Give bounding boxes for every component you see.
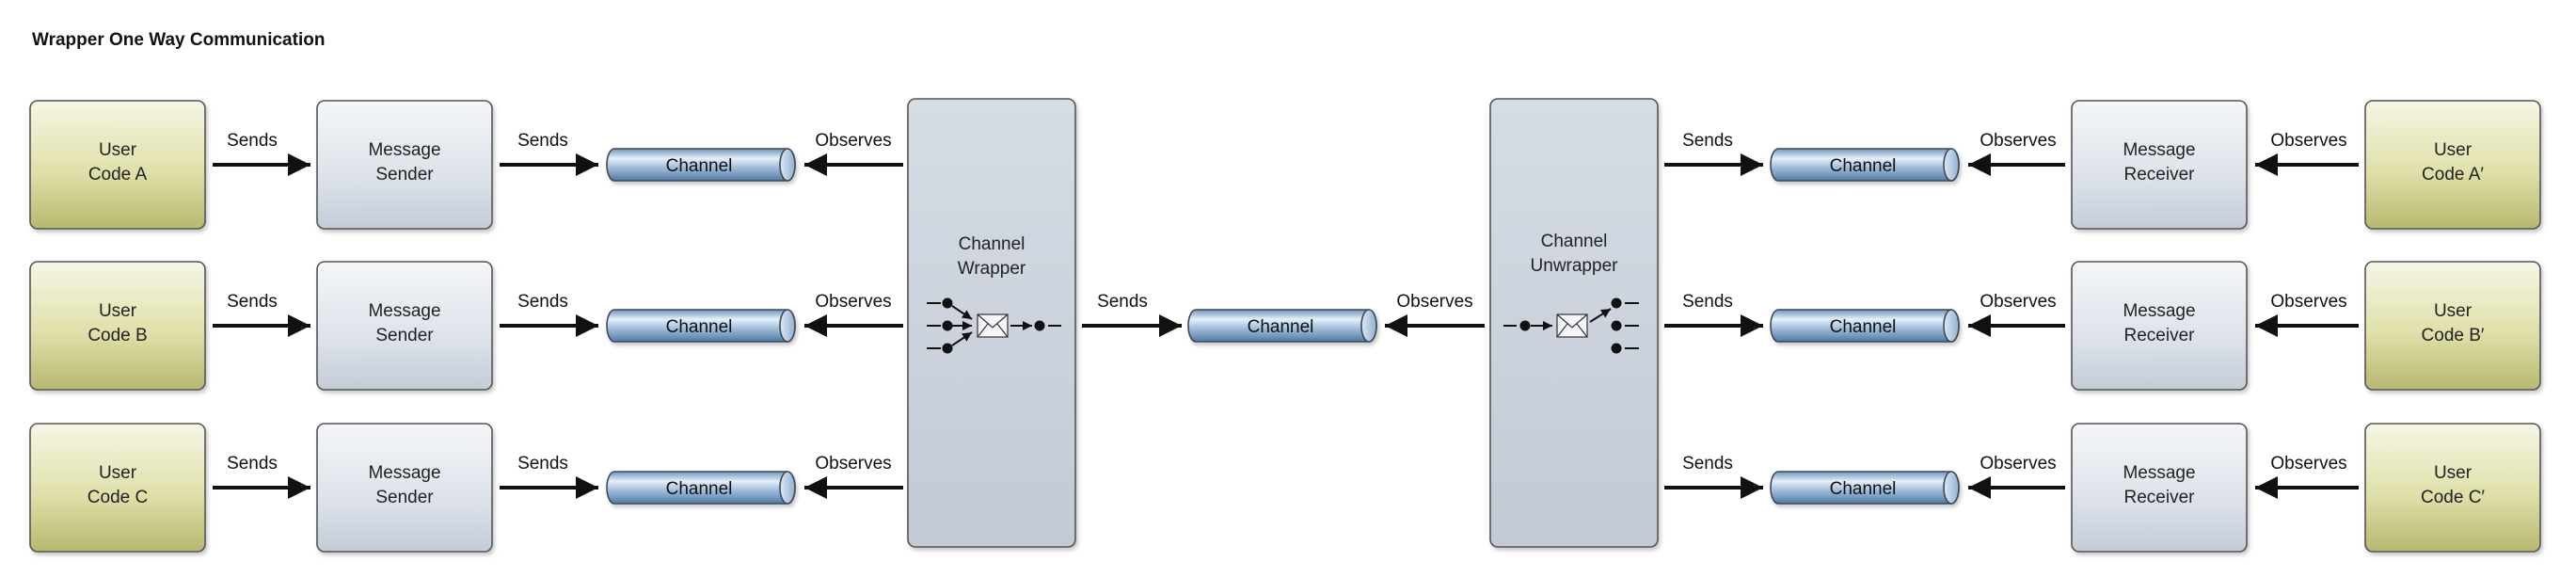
observes-label: Observes xyxy=(815,292,891,312)
user-code-box-line2: Code B xyxy=(87,326,147,345)
routing-dot xyxy=(942,320,953,331)
sends-label: Sends xyxy=(1682,292,1733,312)
user-code-box-line2: Code C xyxy=(87,488,148,507)
message-sender-box xyxy=(316,100,493,230)
message-receiver-box-line2: Receiver xyxy=(2124,326,2196,345)
message-receiver-box xyxy=(2071,423,2248,553)
sends-label: Sends xyxy=(227,454,278,474)
message-sender-box xyxy=(316,261,493,391)
message-sender-box-line2: Sender xyxy=(375,488,434,507)
channel-end-cap xyxy=(1943,471,1960,505)
channel-cylinder: Channel xyxy=(606,148,796,182)
user-code-box xyxy=(2364,261,2541,391)
channel-label: Channel xyxy=(1830,317,1897,337)
message-receiver-box-line2: Receiver xyxy=(2124,165,2196,185)
sends-label: Sends xyxy=(517,454,568,474)
observes-label: Observes xyxy=(1980,131,2056,151)
routing-dot xyxy=(1611,343,1622,354)
sends-label: Sends xyxy=(1097,292,1148,312)
user-code-box-line2: Code B′ xyxy=(2422,326,2485,345)
observes-label: Observes xyxy=(2270,292,2346,312)
sends-label: Sends xyxy=(227,292,278,312)
channel-label: Channel xyxy=(666,317,733,337)
observes-label: Observes xyxy=(815,131,891,151)
unwrapper-line1: Channel xyxy=(1541,232,1608,251)
channel-cylinder: Channel xyxy=(1187,309,1377,343)
observes-label: Observes xyxy=(1980,454,2056,474)
message-sender-box-line2: Sender xyxy=(375,165,434,185)
user-code-box-line1: User xyxy=(99,463,137,483)
user-code-box xyxy=(2364,423,2541,553)
user-code-box-line1: User xyxy=(2434,301,2473,321)
channel-end-cap xyxy=(779,471,796,505)
channel-label: Channel xyxy=(666,479,733,499)
user-code-box xyxy=(2364,100,2541,230)
message-sender-box xyxy=(316,423,493,553)
sends-label: Sends xyxy=(517,292,568,312)
channel-cylinder: Channel xyxy=(1770,471,1960,505)
message-receiver-box-line1: Message xyxy=(2123,140,2195,160)
user-code-box-line1: User xyxy=(2434,463,2473,483)
channel-end-cap xyxy=(779,309,796,343)
channel-cylinder: Channel xyxy=(606,471,796,505)
message-sender-box-line1: Message xyxy=(368,463,440,483)
message-sender-box-line1: Message xyxy=(368,140,440,160)
routing-line xyxy=(951,305,973,320)
channel-cylinder: Channel xyxy=(606,309,796,343)
observes-label: Observes xyxy=(1980,292,2056,312)
user-code-box-line1: User xyxy=(99,301,137,321)
routing-line xyxy=(951,331,973,346)
channel-end-cap xyxy=(1360,309,1377,343)
page-title: Wrapper One Way Communication xyxy=(32,30,325,50)
user-code-box-line2: Code A xyxy=(88,165,148,185)
channel-label: Channel xyxy=(1830,479,1897,499)
observes-label: Observes xyxy=(2270,454,2346,474)
routing-dot xyxy=(1611,320,1622,331)
message-receiver-box-line1: Message xyxy=(2123,463,2195,483)
channel-end-cap xyxy=(1943,309,1960,343)
routing-dot xyxy=(1519,320,1531,331)
sends-label: Sends xyxy=(227,131,278,151)
channel-end-cap xyxy=(1943,148,1960,182)
channel-cylinder: Channel xyxy=(1770,148,1960,182)
message-sender-box-line2: Sender xyxy=(375,326,434,345)
envelope-icon xyxy=(1556,313,1588,338)
message-receiver-box xyxy=(2071,261,2248,391)
user-code-box-line2: Code C′ xyxy=(2421,488,2485,507)
message-sender-box-line1: Message xyxy=(368,301,440,321)
observes-label: Observes xyxy=(1396,292,1472,312)
sends-label: Sends xyxy=(517,131,568,151)
unwrapper-line2: Unwrapper xyxy=(1531,256,1619,276)
channel-end-cap xyxy=(779,148,796,182)
routing-dot xyxy=(1611,297,1622,309)
routing-dot xyxy=(942,343,953,354)
user-code-box xyxy=(29,261,206,391)
wrapper-line2: Wrapper xyxy=(958,259,1026,279)
message-receiver-box-line1: Message xyxy=(2123,301,2195,321)
channel-label: Channel xyxy=(666,156,733,176)
channel-label: Channel xyxy=(1830,156,1897,176)
message-receiver-box-line2: Receiver xyxy=(2124,488,2196,507)
message-receiver-box xyxy=(2071,100,2248,230)
user-code-box-line1: User xyxy=(99,140,137,160)
user-code-box xyxy=(29,100,206,230)
sends-label: Sends xyxy=(1682,454,1733,474)
routing-dot xyxy=(942,297,953,309)
user-code-box-line1: User xyxy=(2434,140,2473,160)
routing-dot xyxy=(1034,320,1045,331)
user-code-box xyxy=(29,423,206,553)
user-code-box-line2: Code A′ xyxy=(2422,165,2484,185)
observes-label: Observes xyxy=(815,454,891,474)
envelope-icon xyxy=(977,313,1009,338)
observes-label: Observes xyxy=(2270,131,2346,151)
sends-label: Sends xyxy=(1682,131,1733,151)
wrapper-line1: Channel xyxy=(959,234,1026,254)
channel-label: Channel xyxy=(1248,317,1314,337)
channel-cylinder: Channel xyxy=(1770,309,1960,343)
routing-line xyxy=(1589,308,1612,323)
